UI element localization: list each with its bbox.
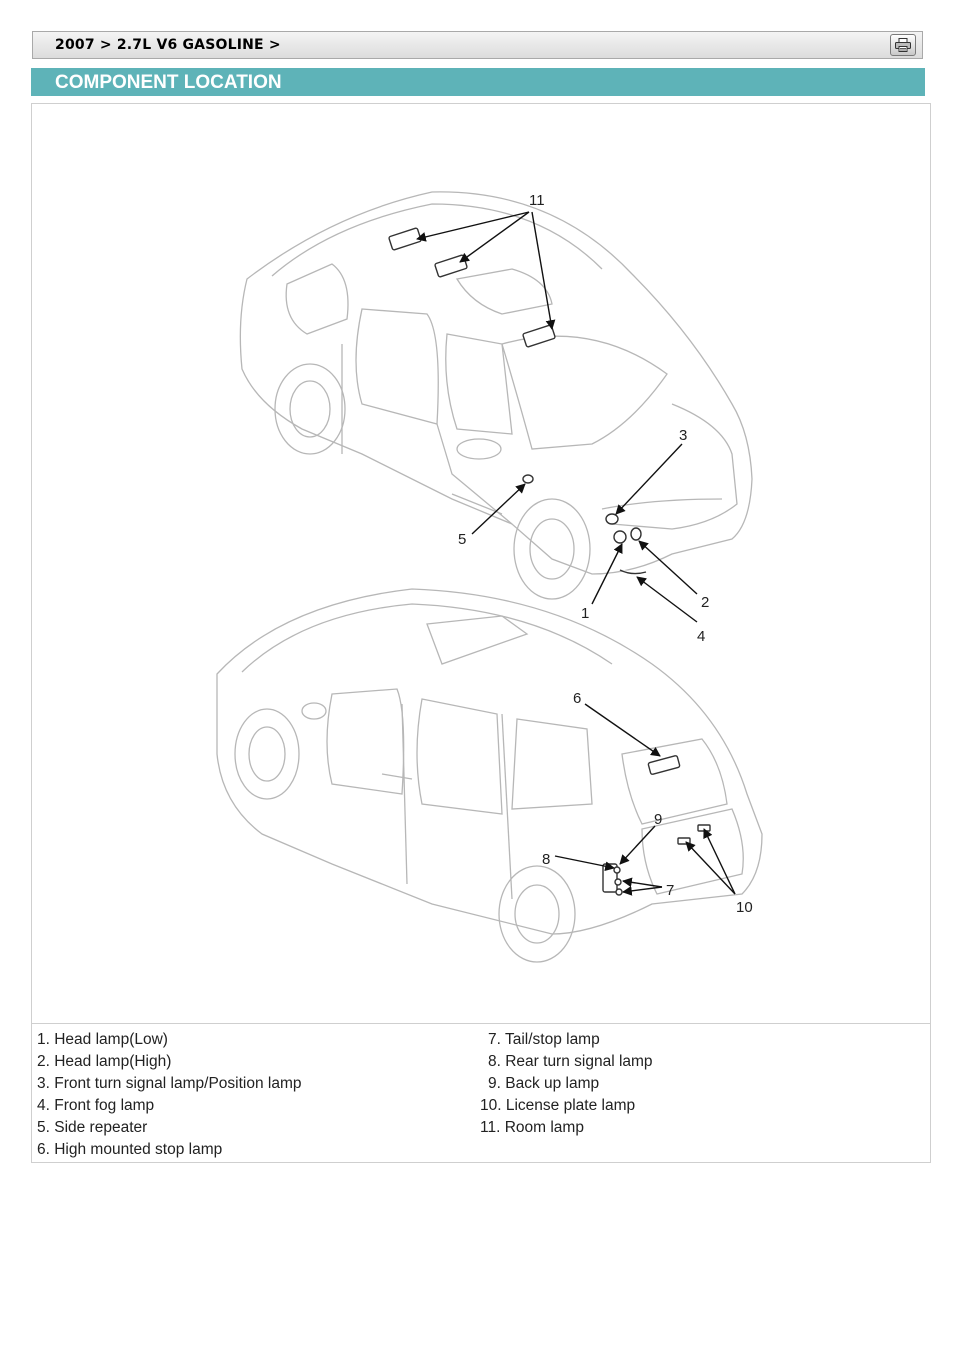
callout-9: 9 bbox=[654, 811, 662, 828]
callout-11: 11 bbox=[529, 192, 545, 209]
legend-item: 3. Front turn signal lamp/Position lamp bbox=[37, 1075, 301, 1093]
vehicle-diagram: 11 3 5 1 2 4 6 9 8 7 10 bbox=[32, 104, 930, 1023]
component-location-figure: 11 3 5 1 2 4 6 9 8 7 10 bbox=[31, 103, 931, 1024]
callout-10: 10 bbox=[736, 899, 753, 916]
section-header: COMPONENT LOCATION bbox=[31, 68, 925, 96]
legend-item: 2. Head lamp(High) bbox=[37, 1053, 171, 1071]
callout-5: 5 bbox=[458, 531, 466, 548]
rear-vehicle-drawing bbox=[217, 589, 762, 962]
breadcrumb[interactable]: 2007 > 2.7L V6 GASOLINE > bbox=[55, 37, 281, 53]
legend-item: 10. License plate lamp bbox=[480, 1097, 635, 1115]
legend-item: 4. Front fog lamp bbox=[37, 1097, 154, 1115]
legend: 1. Head lamp(Low) 2. Head lamp(High) 3. … bbox=[31, 1024, 931, 1163]
callout-4: 4 bbox=[697, 628, 705, 645]
legend-item: 8. Rear turn signal lamp bbox=[488, 1053, 653, 1071]
section-title: COMPONENT LOCATION bbox=[55, 72, 282, 94]
legend-item: 7. Tail/stop lamp bbox=[488, 1031, 600, 1049]
callout-3: 3 bbox=[679, 427, 687, 444]
legend-item: 11. Room lamp bbox=[480, 1119, 584, 1137]
legend-item: 1. Head lamp(Low) bbox=[37, 1031, 168, 1049]
callout-1: 1 bbox=[581, 605, 589, 622]
rear-leader-lines bbox=[555, 704, 735, 894]
callout-2: 2 bbox=[701, 594, 709, 611]
front-lamp-marks bbox=[389, 228, 646, 574]
printer-icon bbox=[895, 38, 911, 52]
callout-8: 8 bbox=[542, 851, 550, 868]
front-vehicle-drawing bbox=[240, 192, 752, 599]
callout-6: 6 bbox=[573, 690, 581, 707]
print-button[interactable] bbox=[890, 34, 916, 56]
legend-item: 6. High mounted stop lamp bbox=[37, 1141, 222, 1159]
callout-7: 7 bbox=[666, 882, 674, 899]
breadcrumb-bar: 2007 > 2.7L V6 GASOLINE > bbox=[32, 31, 923, 59]
legend-item: 9. Back up lamp bbox=[488, 1075, 599, 1093]
legend-item: 5. Side repeater bbox=[37, 1119, 147, 1137]
